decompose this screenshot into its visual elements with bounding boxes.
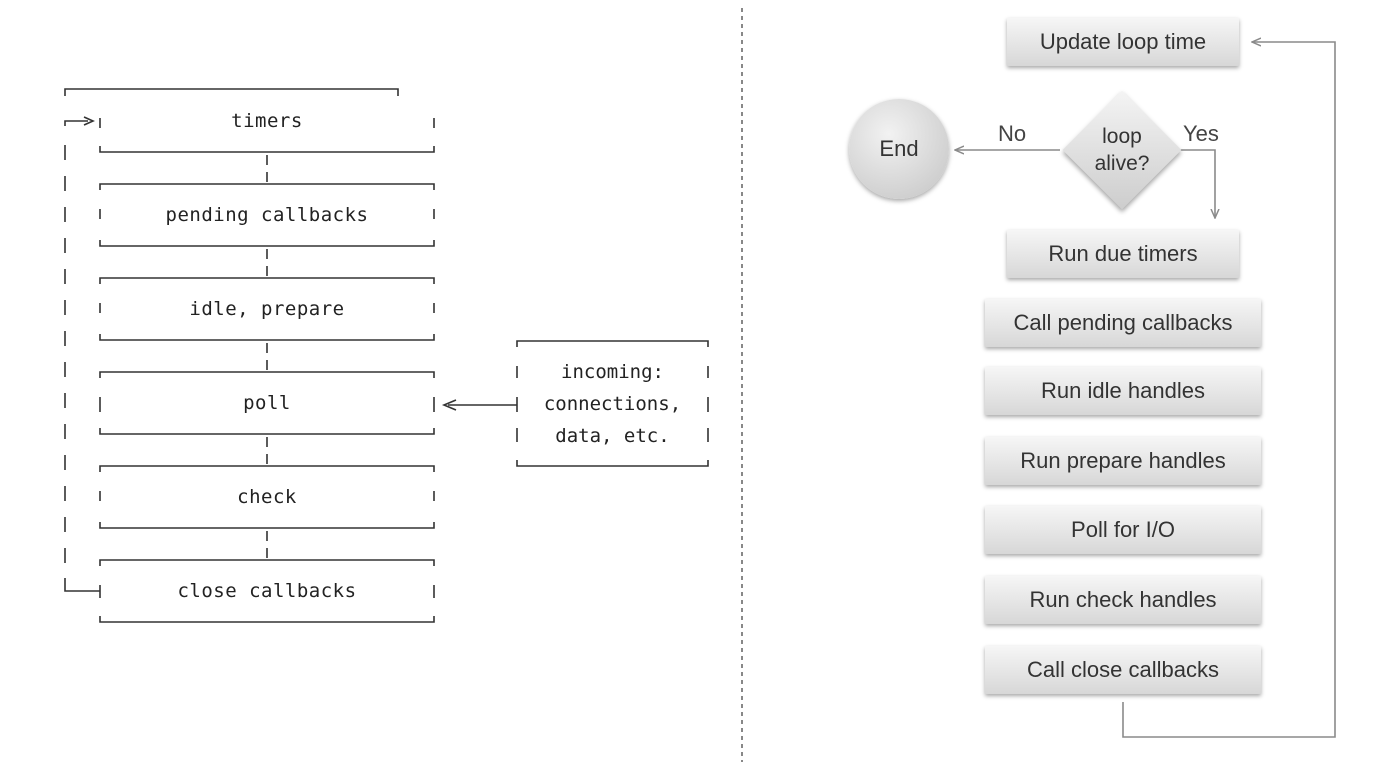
phase-close-callbacks: close callbacks (177, 580, 357, 602)
decision-line-1: loop (1102, 125, 1142, 148)
phase-idle-prepare: idle, prepare (189, 298, 345, 320)
step-poll-for-io: Poll for I/O (985, 506, 1261, 554)
loop-back-line (64, 88, 399, 592)
phase-pending-callbacks: pending callbacks (165, 204, 369, 226)
step-run-due-timers: Run due timers (1007, 230, 1239, 278)
end-node: End (849, 99, 949, 199)
step-run-prepare-handles: Run prepare handles (985, 437, 1261, 485)
incoming-line-1: incoming: (561, 361, 664, 383)
incoming-line-2: connections, (543, 393, 682, 415)
step-run-idle-handles: Run idle handles (985, 367, 1261, 415)
incoming-line-3: data, etc. (555, 425, 670, 447)
loop-alive-label: loop alive? (1062, 110, 1182, 190)
incoming-box: incoming: connections, data, etc. (517, 356, 708, 452)
phase-poll: poll (243, 392, 291, 414)
phase-box-frames (99, 118, 435, 623)
step-run-check-handles: Run check handles (985, 576, 1261, 624)
phase-timers: timers (231, 110, 303, 132)
flow-arrows (955, 42, 1336, 738)
yes-edge-label: Yes (1183, 121, 1219, 146)
no-edge-label: No (998, 121, 1027, 146)
incoming-box-frame (441, 340, 709, 467)
phase-check: check (237, 486, 297, 508)
step-call-close-callbacks: Call close callbacks (985, 646, 1261, 694)
decision-line-2: alive? (1094, 152, 1150, 175)
step-update-loop-time: Update loop time (1007, 18, 1239, 66)
step-call-pending-callbacks: Call pending callbacks (985, 299, 1261, 347)
